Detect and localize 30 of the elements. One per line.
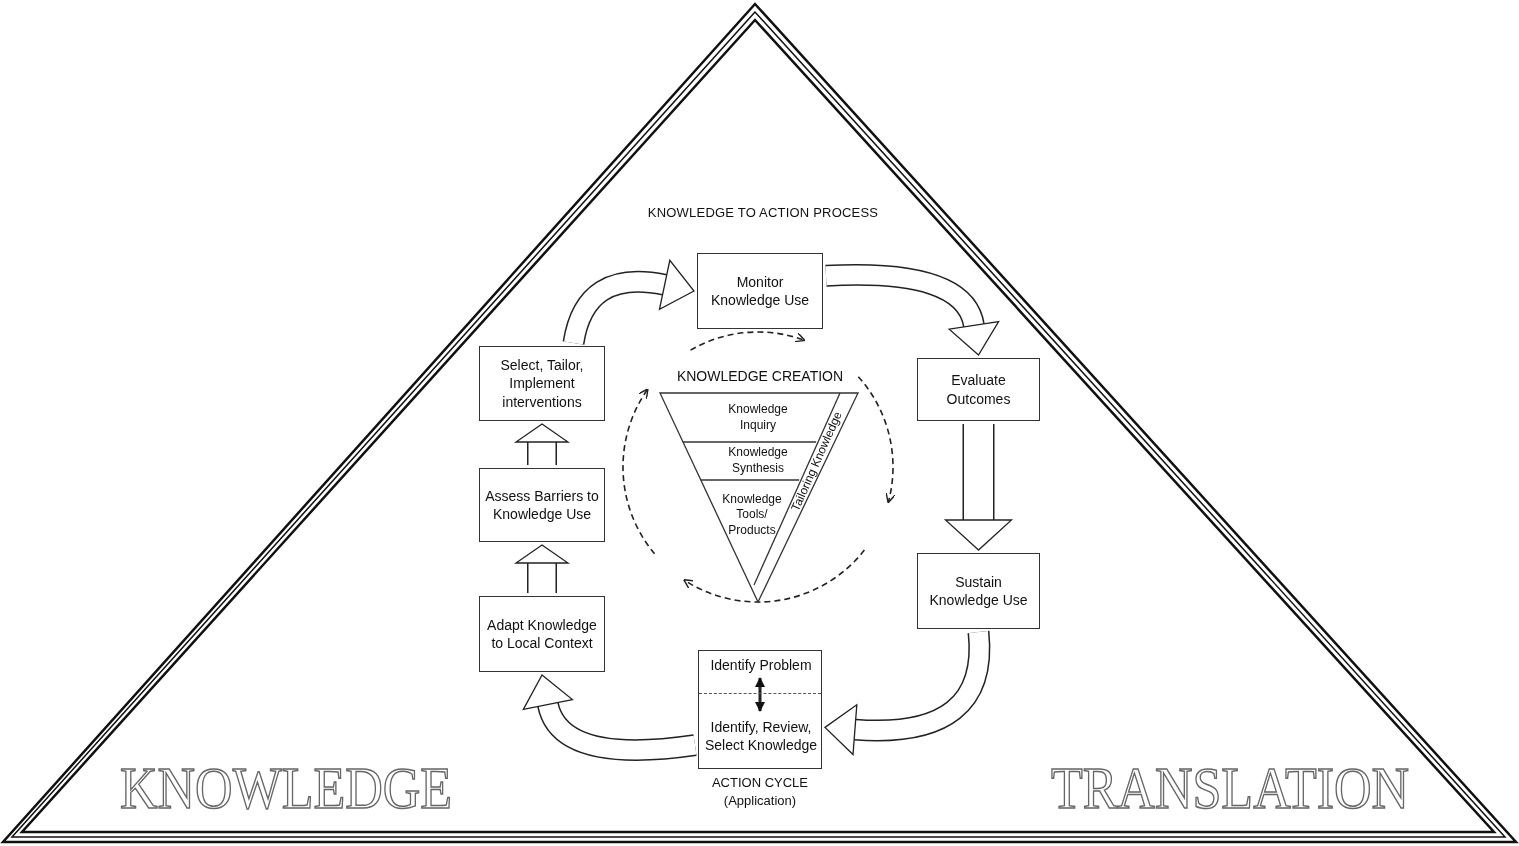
- box-text: Monitor Knowledge Use: [709, 272, 811, 310]
- stage-label: Knowledge Inquiry: [716, 401, 800, 435]
- cycle-caption: ACTION CYCLE (Application): [710, 774, 810, 810]
- box-text: Adapt Knowledge to Local Context: [486, 615, 598, 653]
- outlined-word: TRANSLATION: [1050, 753, 1410, 823]
- block-arrow: [825, 263, 1000, 356]
- block-arrow: [943, 424, 1014, 551]
- stage-label: Knowledge Tools/ Products: [712, 488, 792, 542]
- box-text: Evaluate Outcomes: [945, 371, 1012, 408]
- block-arrow: [562, 258, 695, 346]
- block-arrow: [513, 423, 571, 465]
- process-box: [479, 346, 605, 421]
- stage-label: Knowledge Synthesis: [716, 444, 800, 478]
- block-arrow: [513, 544, 571, 593]
- stage-label: Identify Problem: [703, 654, 819, 676]
- section-heading: KNOWLEDGE CREATION: [675, 367, 845, 385]
- box-text: Sustain Knowledge Use: [928, 572, 1029, 610]
- process-box: [697, 253, 823, 329]
- diagram-title: KNOWLEDGE TO ACTION PROCESS: [646, 205, 880, 220]
- block-arrow: [522, 674, 697, 762]
- double-arrow: [754, 676, 766, 713]
- process-box: [917, 358, 1040, 421]
- process-box: [479, 596, 605, 672]
- process-box: [917, 553, 1040, 629]
- process-box: [479, 468, 605, 542]
- block-arrow: [824, 631, 991, 756]
- stage-label: Identify, Review, Select Knowledge: [703, 715, 819, 757]
- box-text: Assess Barriers to Knowledge Use: [484, 486, 600, 524]
- outlined-word: KNOWLEDGE: [120, 753, 450, 823]
- box-text: Select, Tailor, Implement interventions: [499, 355, 585, 412]
